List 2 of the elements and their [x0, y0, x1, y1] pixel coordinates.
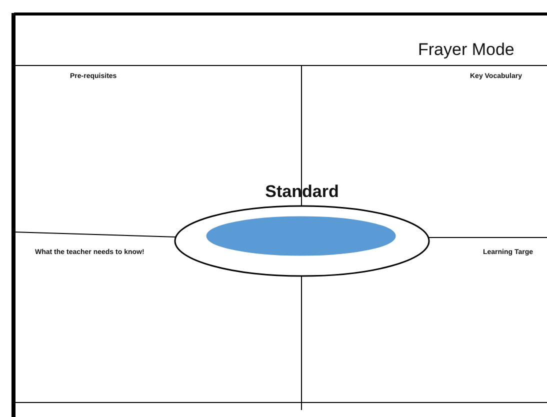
- inner-ellipse: [206, 216, 396, 256]
- diagram-title: Frayer Mode: [418, 40, 514, 60]
